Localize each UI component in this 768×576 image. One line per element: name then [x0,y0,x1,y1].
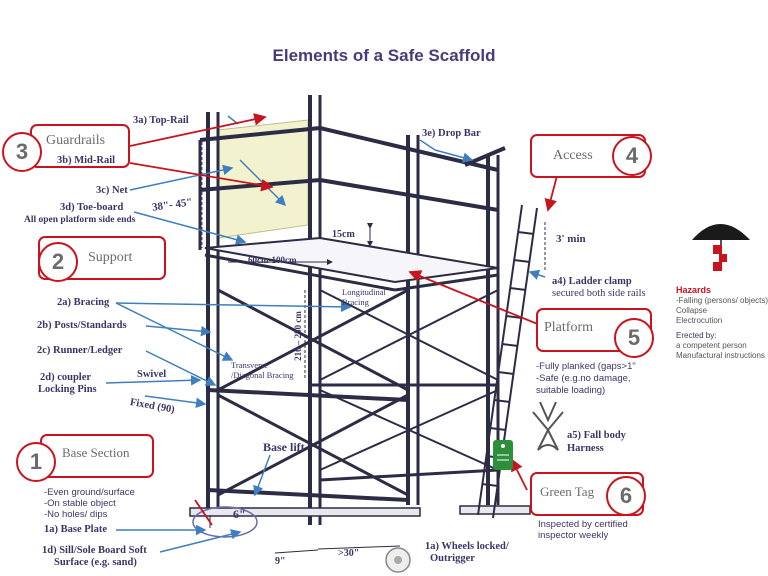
label-mid-rail: 3b) Mid-Rail [57,155,116,166]
greentag-number: 6 [606,476,646,516]
access-label: Access [553,148,593,163]
label-diagonal-bracing: /Diagonal Bracing [231,370,294,380]
access-number: 4 [612,136,652,176]
wheel-icon [385,547,411,573]
label-ladder-clamp-note: secured both side rails [552,288,646,299]
guardrails-box [30,124,130,168]
umbrella-icon [692,224,750,271]
dim-height: 210 – 250 cm [293,311,303,361]
base-plate-highlight [192,506,258,538]
base-note-2: -On stable object [44,498,116,509]
base-box [40,434,154,478]
label-harness-2: Harness [567,443,604,454]
dim-6in: 6" [233,507,246,521]
label-sill: 1d) Sill/Sole Board Soft [42,545,147,556]
platform-note-2: -Safe (e.g.no damage, [536,373,631,384]
support-label: Support [88,250,133,265]
base-note-1: -Even ground/surface [44,487,135,498]
label-toe-board-note: All open platform side ends [24,215,136,225]
label-longitudinal: Longitudinal [342,287,386,297]
erected-title: Erected by: [676,331,717,340]
base-label: Base Section [62,445,130,460]
harness-icon [532,401,564,451]
label-coupler: 2d) coupler [40,372,92,383]
label-swivel: Swivel [137,369,167,380]
label-ladder-clamp: a4) Ladder clamp [552,276,632,287]
platform-note-3: suitable loading) [536,385,606,396]
label-net: 3c) Net [96,185,128,196]
label-transverse: Transverse [231,360,268,370]
base-number: 1 [16,442,56,482]
scaffold-frame [189,95,546,554]
label-base-lift: Base lift [263,440,305,454]
platform-number: 5 [614,318,654,358]
dim-width: 60cm-100cm [248,255,297,265]
label-toe-board: 3d) Toe-board [60,202,124,213]
green-tag-icon [493,440,513,470]
label-wheels: 1a) Wheels locked/ [425,541,509,552]
base-note-3: -No holes/ dips [44,509,108,520]
guardrails-label: Guardrails [46,133,106,148]
platform-note-1: -Fully planked (gaps>1" [536,361,636,372]
label-top-rail: 3a) Top-Rail [133,115,189,126]
erected-item-1: a competent person [676,341,747,350]
guardrails-number: 3 [2,132,42,172]
platform-label: Platform [544,320,593,335]
greentag-label: Green Tag [540,484,595,499]
dim-15cm: 15cm [332,229,355,240]
label-runner: 2c) Runner/Ledger [37,345,123,356]
dim-3min: 3' min [556,233,586,245]
label-posts: 2b) Posts/Standards [37,320,127,331]
page-title: Elements of a Safe Scaffold [272,46,496,65]
greentag-note-1: Inspected by certified [538,519,628,530]
erected-item-2: Manufactural instructions [676,351,765,360]
label-sill-surface: Surface (e.g. sand) [54,557,137,568]
dim-30in: >30" [338,548,360,559]
label-locking-pins: Locking Pins [38,384,97,395]
hazard-item-1: -Falling (persons/ objects) [676,296,768,305]
hazard-item-3: Electrocution [676,316,723,325]
label-bracing: 2a) Bracing [57,297,110,308]
support-number: 2 [38,242,78,282]
label-drop-bar: 3e) Drop Bar [422,128,481,139]
label-base-plate: 1a) Base Plate [44,524,107,535]
hazards-title: Hazards [676,285,712,295]
label-harness: a5) Fall body [567,430,626,441]
label-longitudinal-bracing: Bracing [342,297,369,307]
platform-deck [204,236,499,284]
label-outrigger: Outrigger [430,553,475,564]
dim-9in: 9" [275,556,286,567]
greentag-note-2: inspector weekly [538,530,609,541]
hazard-item-2: Collapse [676,306,708,315]
